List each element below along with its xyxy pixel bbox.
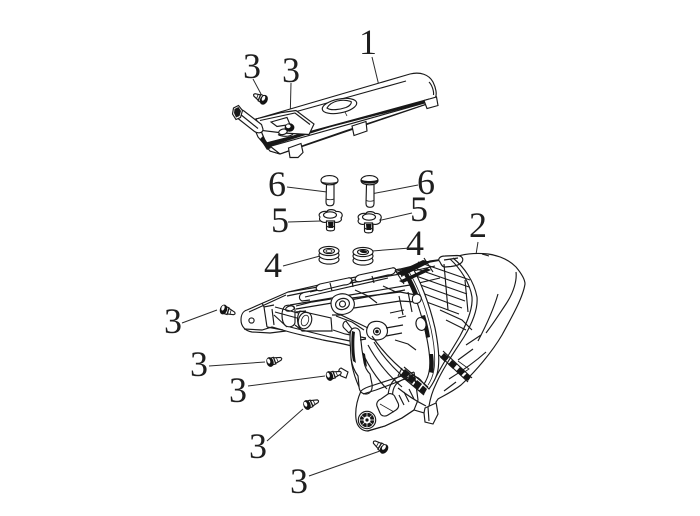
svg-text:2: 2 (469, 205, 487, 245)
svg-text:3: 3 (229, 370, 247, 410)
svg-text:5: 5 (410, 189, 428, 229)
svg-text:3: 3 (243, 46, 261, 86)
svg-text:3: 3 (164, 301, 182, 341)
svg-text:5: 5 (271, 200, 289, 240)
svg-text:4: 4 (406, 223, 424, 263)
svg-text:3: 3 (290, 461, 308, 501)
svg-text:6: 6 (417, 162, 435, 202)
svg-text:3: 3 (282, 50, 300, 90)
svg-text:6: 6 (268, 164, 286, 204)
svg-text:1: 1 (359, 22, 377, 62)
svg-text:3: 3 (249, 426, 267, 466)
svg-text:3: 3 (190, 344, 208, 384)
svg-text:4: 4 (264, 245, 282, 285)
